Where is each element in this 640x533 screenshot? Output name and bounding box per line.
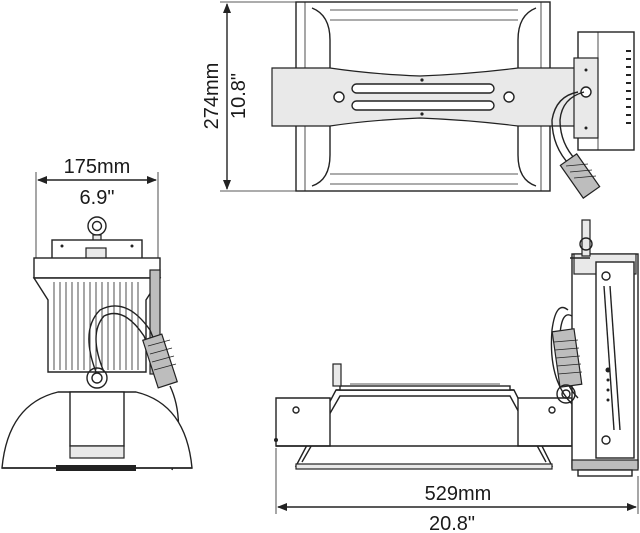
- height-in-label: 10.8": [228, 73, 250, 119]
- height-dimension: [220, 1, 296, 192]
- width-in-label: 6.9": [80, 187, 115, 209]
- length-in-label: 20.8": [429, 513, 475, 533]
- top-view: 274mm 10.8": [201, 1, 635, 199]
- side-view: 529mm 20.8": [274, 219, 639, 533]
- side-connector: [551, 328, 583, 388]
- height-mm-label: 274mm: [201, 63, 223, 130]
- side-driver: [570, 219, 639, 477]
- width-mm-label: 175mm: [64, 156, 131, 178]
- length-dimension: [275, 448, 639, 514]
- length-mm-label: 529mm: [425, 483, 492, 505]
- front-view: 175mm 6.9": [1, 156, 193, 471]
- eye-bolt: [87, 216, 107, 236]
- heatsink-fins: [53, 282, 139, 370]
- top-driver: [551, 31, 635, 199]
- width-dimension: [35, 172, 159, 262]
- top-bracket: [271, 67, 577, 127]
- front-connector: [142, 333, 178, 389]
